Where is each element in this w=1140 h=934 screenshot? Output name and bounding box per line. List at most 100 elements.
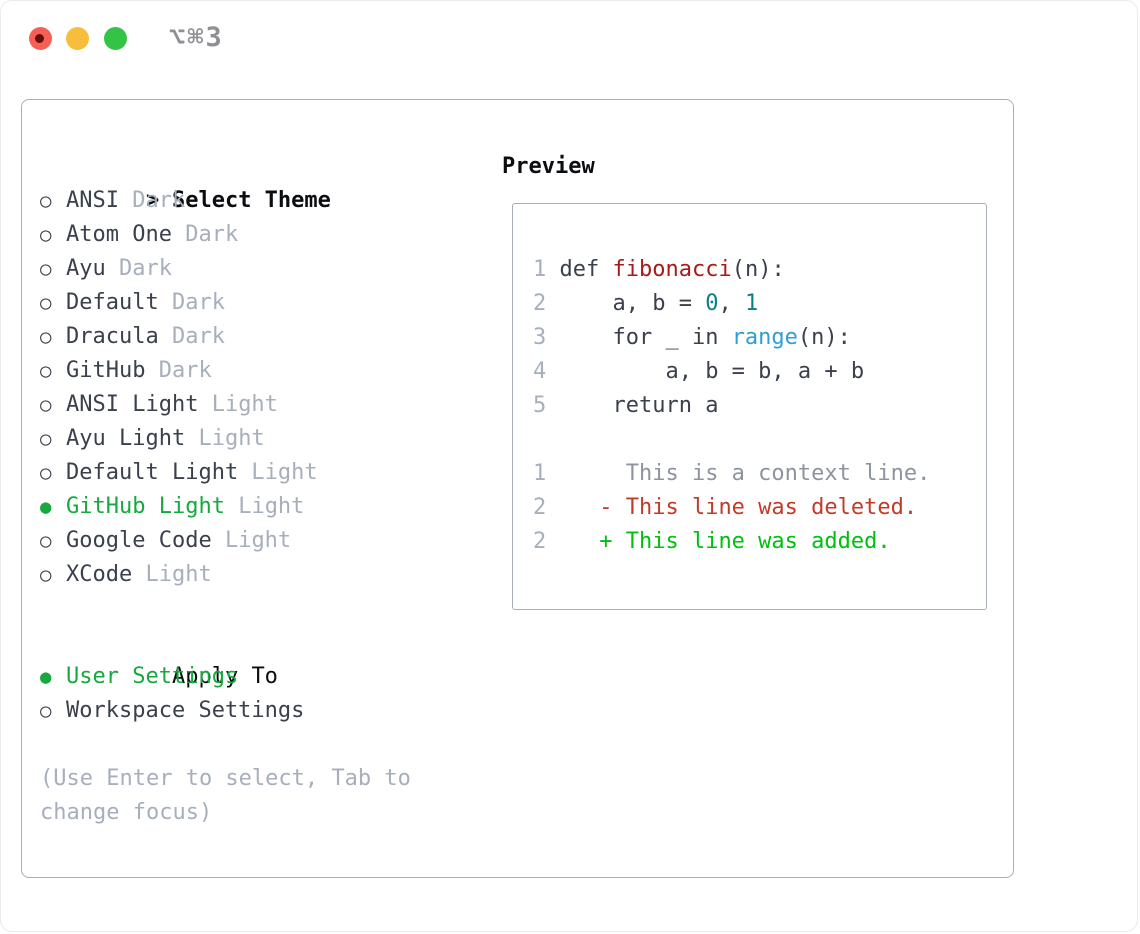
radio-unselected-icon: ○ (40, 224, 52, 246)
line-number: 1 (533, 461, 560, 486)
theme-variant-badge: Light (224, 494, 305, 519)
radio-unselected-icon: ○ (40, 462, 52, 484)
footer-hint-line-2: change focus) (40, 800, 213, 825)
code-segment-text: def (559, 257, 613, 282)
line-number: 5 (533, 393, 560, 418)
apply-to-list: ● User Settings ○ Workspace Settings (40, 660, 411, 728)
zoom-button[interactable] (104, 27, 127, 50)
code-segment-function: fibonacci (612, 257, 732, 282)
theme-picker-panel: > Select Theme ○ ANSI Dark ○ Atom One Dark ○ A… (21, 99, 1014, 878)
theme-item-default[interactable]: ○ Default Dark (40, 286, 411, 320)
theme-item-google-code[interactable]: ○ Google Code Light (40, 524, 411, 558)
code-segment-added: + This line was added. (559, 529, 891, 554)
blank-line (533, 423, 930, 457)
radio-unselected-icon: ○ (40, 428, 52, 450)
apply-option-label: User Settings (66, 664, 239, 689)
theme-item-dracula[interactable]: ○ Dracula Dark (40, 320, 411, 354)
theme-item-label: Google Code (66, 528, 212, 553)
radio-unselected-icon: ○ (40, 360, 52, 382)
theme-item-default-light[interactable]: ○ Default Light Light (40, 456, 411, 490)
theme-item-ayu-light[interactable]: ○Ayu Light Light (40, 422, 411, 456)
apply-to-header: Apply To (40, 626, 411, 689)
radio-unselected-icon: ○ (40, 700, 52, 722)
radio-unselected-icon: ○ (40, 292, 52, 314)
code-segment-text: for _ in (559, 325, 732, 350)
theme-item-label: Default (66, 290, 159, 315)
theme-variant-badge: Dark (145, 358, 212, 383)
theme-item-label: Ayu (66, 256, 106, 281)
theme-item-label: GitHub (66, 358, 146, 383)
code-line: 3 for _ in range(n): (533, 321, 930, 355)
theme-item-xcode[interactable]: ○ XCode Light (40, 558, 411, 592)
theme-item-label: Ayu Light (66, 426, 186, 451)
line-number: 2 (533, 529, 560, 554)
radio-selected-icon: ● (40, 496, 52, 518)
code-line: 1 def fibonacci(n): (533, 253, 930, 287)
code-segment-text: (n): (731, 257, 785, 282)
radio-unselected-icon: ○ (40, 190, 52, 212)
radio-unselected-icon: ○ (40, 326, 52, 348)
code-segment-context: This is a context line. (559, 461, 931, 486)
code-line: 5 return a (533, 389, 930, 423)
apply-option-user-settings[interactable]: ● User Settings (40, 660, 411, 694)
theme-variant-badge: Dark (105, 256, 172, 281)
theme-item-ayu[interactable]: ○ Ayu Dark (40, 252, 411, 286)
theme-variant-badge: Dark (158, 290, 225, 315)
theme-variant-badge: Dark (158, 324, 225, 349)
apply-option-label: Workspace Settings (66, 698, 305, 723)
line-number: 2 (533, 495, 560, 520)
close-button[interactable] (29, 27, 52, 50)
theme-variant-badge: Dark (171, 222, 239, 247)
theme-item-label: Atom One (66, 222, 172, 247)
theme-item-github-light[interactable]: ●GitHub Light Light (40, 490, 411, 524)
theme-variant-badge: Light (211, 528, 292, 553)
radio-unselected-icon: ○ (40, 258, 52, 280)
preview-title: Preview (502, 154, 595, 179)
theme-variant-badge: Dark (118, 188, 186, 213)
theme-item-ansi-light[interactable]: ○ ANSI Light Light (40, 388, 411, 422)
line-number: 1 (533, 257, 560, 282)
code-segment-number: 0 (705, 291, 719, 316)
theme-variant-badge: Light (238, 460, 318, 485)
radio-unselected-icon: ○ (40, 394, 52, 416)
theme-item-ansi[interactable]: ○ ANSI Dark (40, 184, 411, 218)
theme-list: ○ ANSI Dark ○ Atom One Dark ○ Ayu Dark ○ Defaul… (40, 184, 411, 592)
close-dot-icon (35, 34, 44, 43)
radio-unselected-icon: ○ (40, 530, 52, 552)
theme-item-label: Default Light (66, 460, 239, 485)
theme-variant-badge: Light (132, 562, 212, 587)
diff-added-line: 2 + This line was added. (533, 525, 930, 559)
theme-column: > Select Theme ○ ANSI Dark ○ Atom One Dark ○ A… (40, 150, 411, 830)
diff-deleted-line: 2 - This line was deleted. (533, 491, 930, 525)
theme-item-atom-one[interactable]: ○ Atom One Dark (40, 218, 411, 252)
theme-item-github[interactable]: ○ GitHub Dark (40, 354, 411, 388)
theme-item-label: ANSI (66, 188, 119, 213)
spacer-row (40, 592, 411, 626)
code-segment-text: , (718, 291, 745, 316)
theme-item-label: XCode (66, 562, 133, 587)
select-theme-title: Select Theme (171, 188, 331, 213)
theme-variant-badge: Light (198, 392, 278, 417)
radio-unselected-icon: ○ (40, 564, 52, 586)
theme-item-label: Dracula (66, 324, 159, 349)
code-segment-text: (n): (797, 325, 851, 350)
footer-hint-line-1: (Use Enter to select, Tab to (40, 766, 411, 791)
radio-selected-icon: ● (40, 666, 52, 688)
window-titlebar[interactable]: ⌥⌘3 (1, 1, 1137, 79)
code-segment-deleted: - This line was deleted. (559, 495, 918, 520)
prompt-icon: > (145, 188, 160, 213)
line-number: 4 (533, 359, 560, 384)
theme-item-label: ANSI Light (66, 392, 199, 417)
apply-to-title: Apply To (171, 664, 278, 689)
line-number: 3 (533, 325, 560, 350)
diff-context-line: 1 This is a context line. (533, 457, 930, 491)
minimize-button[interactable] (66, 27, 89, 50)
window-title: ⌥⌘3 (169, 22, 224, 53)
apply-option-workspace-settings[interactable]: ○ Workspace Settings (40, 694, 411, 728)
code-segment-text: return a (559, 393, 719, 418)
line-number: 2 (533, 291, 560, 316)
line-number (533, 427, 560, 452)
